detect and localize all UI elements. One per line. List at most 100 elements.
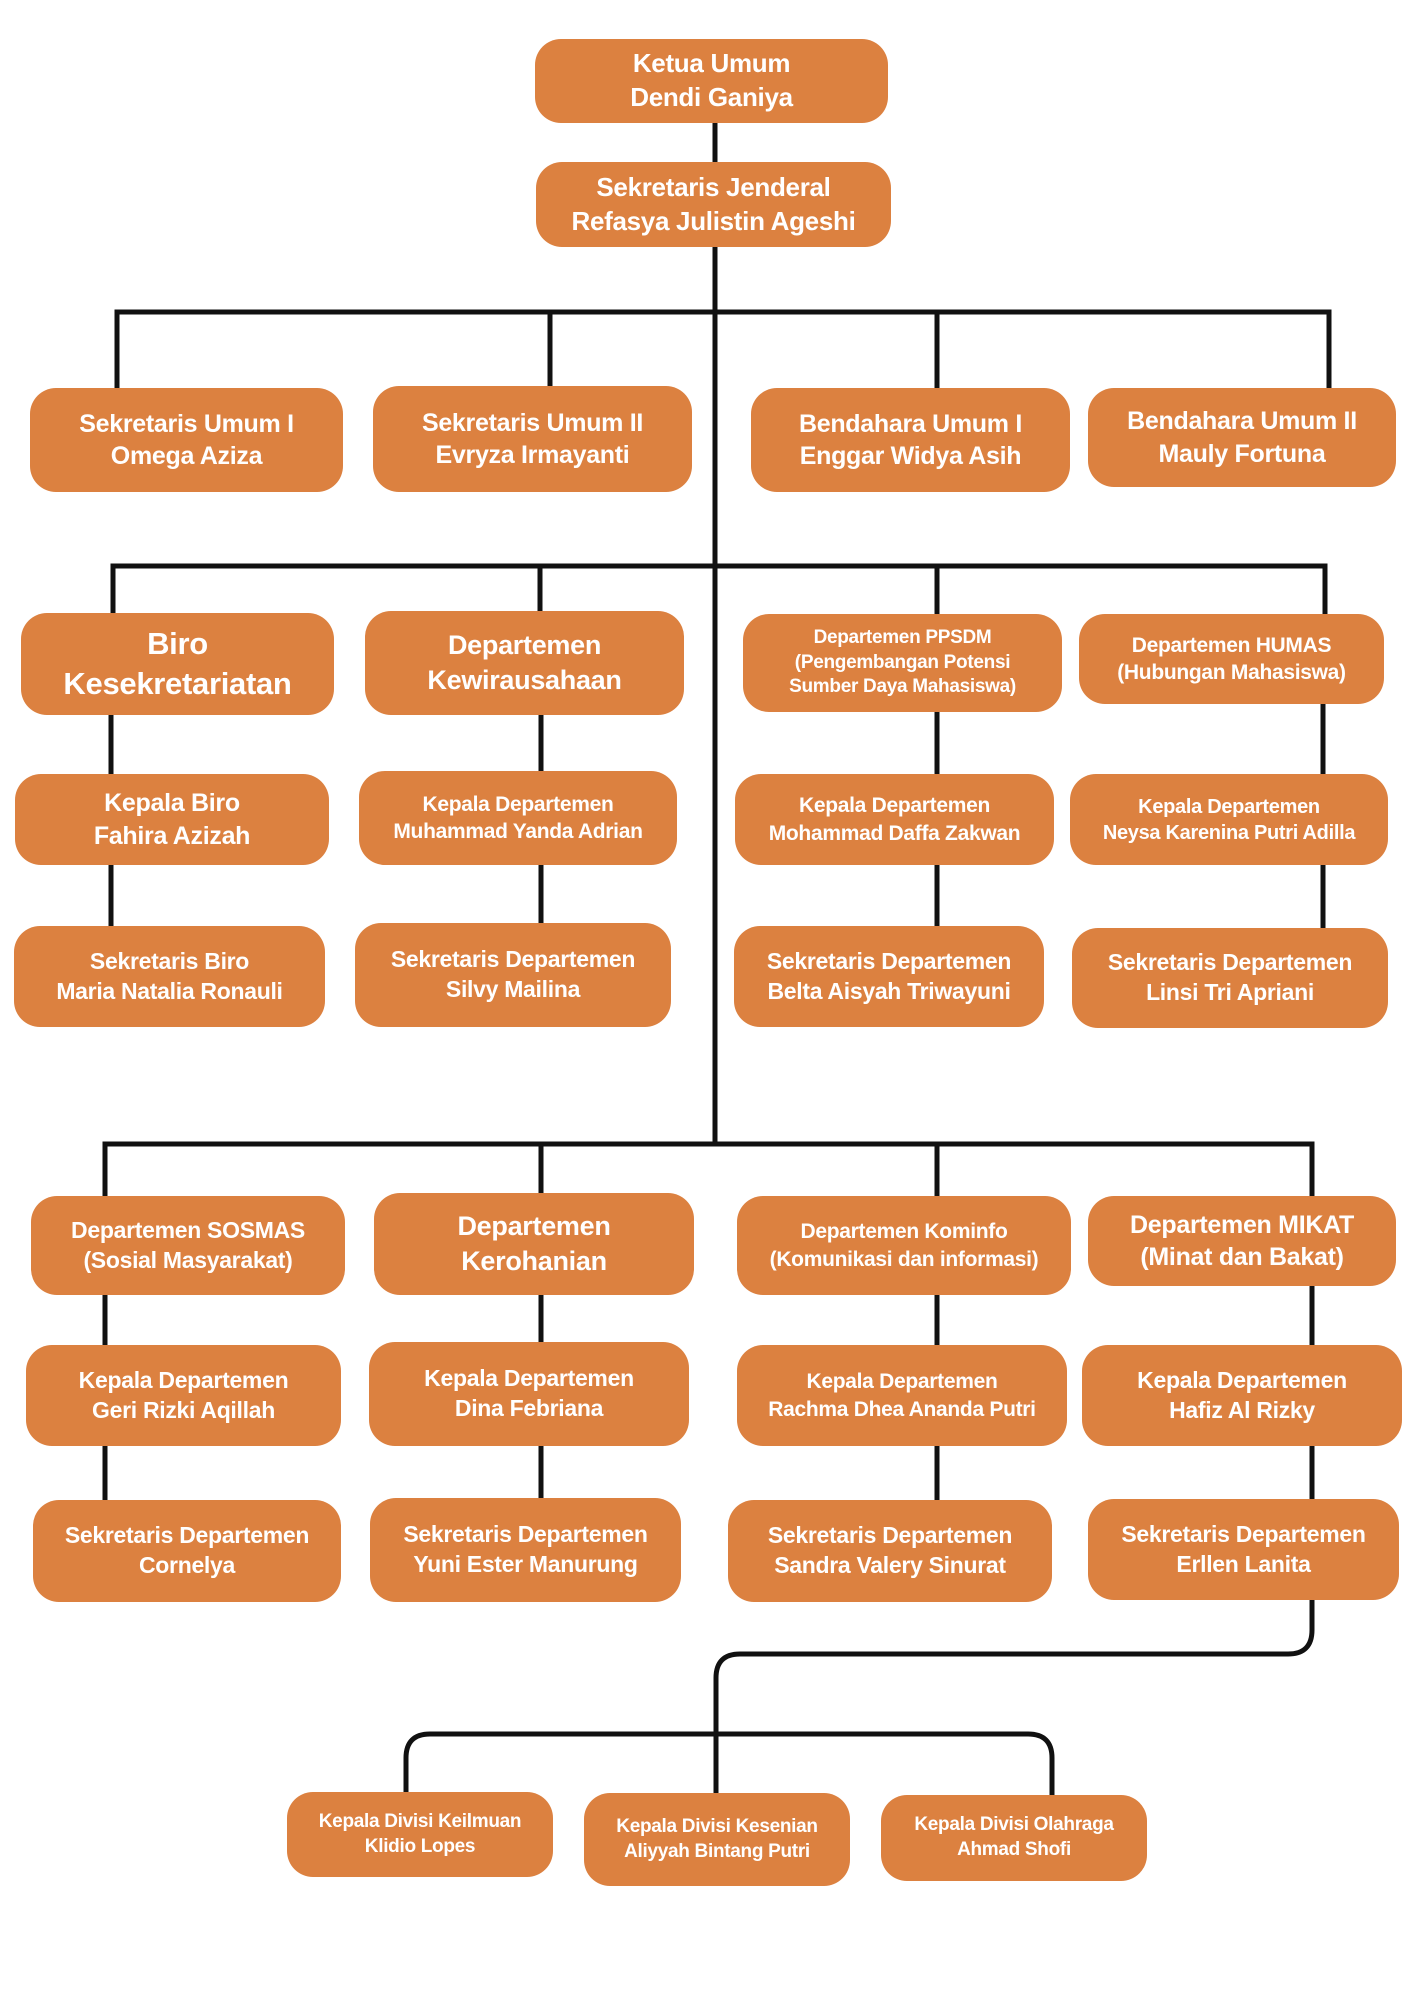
node-name: Enggar Widya Asih bbox=[799, 442, 1022, 470]
node-line: Departemen PPSDM bbox=[813, 626, 992, 648]
org-node-bendum2: Bendahara Umum II Mauly Fortuna bbox=[1088, 388, 1396, 487]
node-role: Kepala Departemen bbox=[1137, 1366, 1347, 1393]
node-role: Bendahara Umum I bbox=[798, 409, 1023, 438]
node-role: Bendahara Umum II bbox=[1127, 407, 1357, 435]
node-role: Departemen HUMAS bbox=[1131, 633, 1332, 657]
node-name: Rachma Dhea Ananda Putri bbox=[768, 1397, 1036, 1421]
node-role: Kepala Divisi Keilmuan bbox=[318, 1810, 522, 1832]
node-role: Sekretaris Biro bbox=[89, 947, 250, 974]
node-role: Kepala Biro bbox=[104, 789, 240, 817]
node-role: Sekretaris Departemen bbox=[390, 946, 636, 973]
node-name: Dendi Ganiya bbox=[630, 82, 793, 112]
node-role: Sekretaris Jenderal bbox=[596, 171, 831, 202]
node-role: Departemen SOSMAS bbox=[71, 1216, 305, 1243]
node-role: Kepala Departemen bbox=[78, 1366, 289, 1393]
node-name: Muhammad Yanda Adrian bbox=[393, 820, 643, 843]
node-name: Kewirausahaan bbox=[427, 665, 622, 695]
node-name: Silvy Mailina bbox=[445, 976, 581, 1002]
node-name: (Komunikasi dan informasi) bbox=[769, 1247, 1039, 1271]
node-name: Maria Natalia Ronauli bbox=[56, 977, 283, 1004]
node-name: Evryza Irmayanti bbox=[435, 441, 630, 469]
node-role: Kepala Departemen bbox=[799, 794, 990, 818]
node-name: Linsi Tri Apriani bbox=[1146, 979, 1314, 1005]
node-name: Dina Febriana bbox=[454, 1395, 604, 1421]
node-name: Kesekretariatan bbox=[63, 666, 292, 701]
node-name: Geri Rizki Aqillah bbox=[92, 1396, 275, 1423]
node-name: Neysa Karenina Putri Adilla bbox=[1102, 821, 1356, 844]
node-name: Sandra Valery Sinurat bbox=[774, 1552, 1006, 1578]
bus-line-2 bbox=[110, 563, 1328, 615]
node-role: Kepala Departemen bbox=[422, 792, 614, 816]
org-node-sosmas: Departemen SOSMAS (Sosial Masyarakat) bbox=[31, 1196, 345, 1295]
node-name: Sumber Daya Mahasiswa) bbox=[789, 676, 1016, 698]
division-connector bbox=[403, 1600, 1315, 1795]
node-role: Departemen bbox=[447, 629, 602, 660]
org-node-kominfo: Departemen Kominfo (Komunikasi dan inform… bbox=[737, 1196, 1071, 1295]
node-role: Sekretaris Departemen bbox=[767, 1522, 1013, 1549]
bus-line-3 bbox=[102, 1141, 1315, 1197]
node-name: Hafiz Al Rizky bbox=[1169, 1396, 1315, 1423]
node-role: Sekretaris Departemen bbox=[766, 947, 1012, 974]
node-role: Sekretaris Departemen bbox=[1107, 949, 1353, 976]
node-role: Kepala Departemen bbox=[806, 1370, 998, 1394]
node-role: Kepala Divisi Olahraga bbox=[914, 1814, 1114, 1836]
node-role: Sekretaris Departemen bbox=[1121, 1520, 1366, 1547]
node-role: Sekretaris Departemen bbox=[64, 1522, 310, 1549]
node-role: Ketua Umum bbox=[632, 48, 791, 79]
node-name: Mauly Fortuna bbox=[1158, 439, 1326, 468]
org-node-bendum1: Bendahara Umum I Enggar Widya Asih bbox=[751, 388, 1070, 492]
node-name: Mohammad Daffa Zakwan bbox=[768, 821, 1021, 845]
node-name: Erllen Lanita bbox=[1176, 1550, 1311, 1577]
node-name: (Hubungan Mahasiswa) bbox=[1117, 661, 1346, 684]
bus-line-1 bbox=[114, 309, 1332, 390]
node-name: Aliyyah Bintang Putri bbox=[624, 1840, 810, 1862]
org-node-mikat: Departemen MIKAT (Minat dan Bakat) bbox=[1088, 1196, 1396, 1286]
node-name: (Sosial Masyarakat) bbox=[83, 1246, 293, 1273]
node-role: Departemen MIKAT bbox=[1130, 1210, 1354, 1239]
node-name: Refasya Julistin Ageshi bbox=[571, 205, 856, 236]
node-name: Belta Aisyah Triwayuni bbox=[767, 977, 1011, 1004]
node-name: Fahira Azizah bbox=[93, 821, 251, 850]
node-line: (Pengembangan Potensi bbox=[794, 651, 1011, 673]
node-role: Kepala Divisi Kesenian bbox=[616, 1815, 818, 1837]
node-role: Sekretaris Umum I bbox=[79, 409, 294, 438]
node-role: Kepala Departemen bbox=[424, 1365, 634, 1392]
node-role: Sekretaris Umum II bbox=[421, 408, 644, 437]
node-name: Yuni Ester Manurung bbox=[413, 1551, 638, 1577]
org-node-sekum2: Sekretaris Umum II Evryza Irmayanti bbox=[373, 386, 692, 492]
node-role: Departemen bbox=[457, 1210, 611, 1241]
node-role: Departemen Kominfo bbox=[800, 1220, 1008, 1244]
node-name: Klidio Lopes bbox=[364, 1835, 476, 1857]
node-name: Kerohanian bbox=[461, 1246, 607, 1276]
node-role: Sekretaris Departemen bbox=[403, 1521, 648, 1548]
node-name: Cornelya bbox=[138, 1552, 236, 1578]
org-node-humas: Departemen HUMAS (Hubungan Mahasiswa) bbox=[1079, 614, 1384, 704]
node-name: (Minat dan Bakat) bbox=[1140, 1243, 1344, 1271]
